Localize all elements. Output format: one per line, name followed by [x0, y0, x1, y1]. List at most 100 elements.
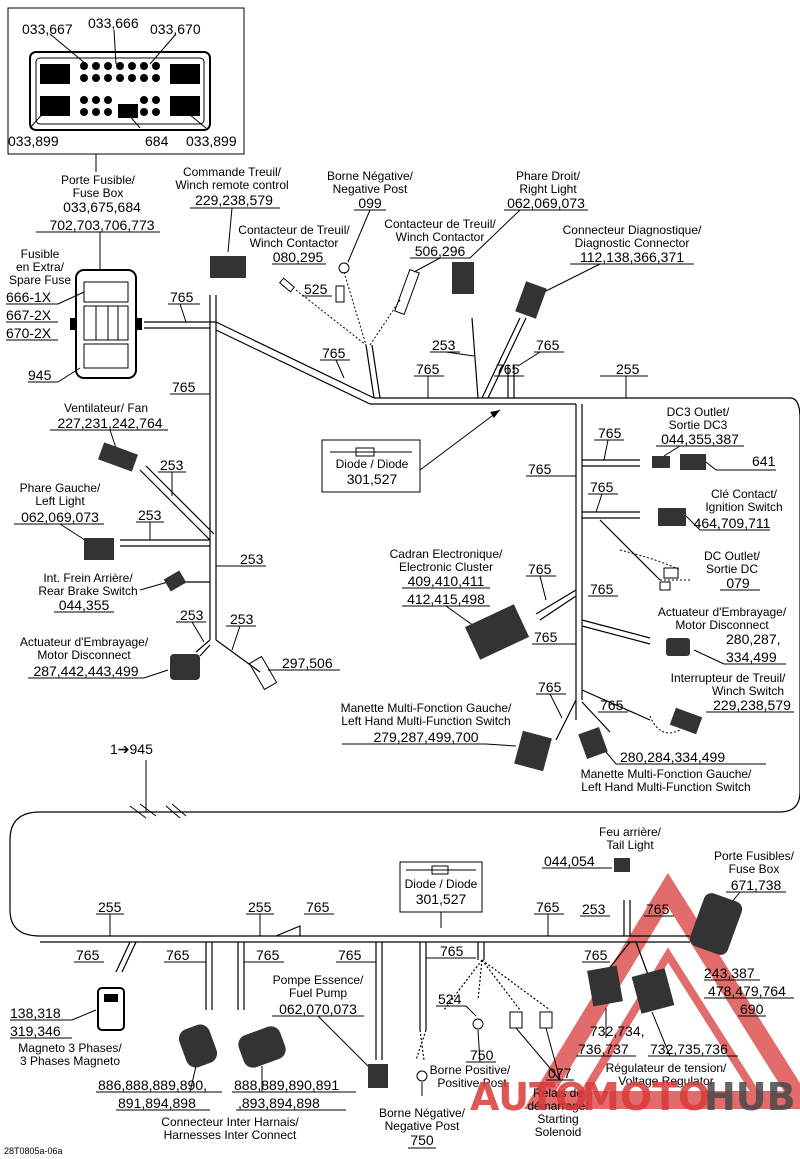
rear-brake-label-fr: Int. Frein Arrière/	[43, 571, 133, 585]
wire-ref-765-a: 765	[170, 289, 194, 305]
spare-fuse-label-3: Spare Fuse	[9, 273, 71, 287]
positive-post-label-en: Positive Post	[437, 1076, 507, 1090]
spare-fuse-ref-1: 666-1X	[6, 289, 52, 305]
magneto-label-fr: Magneto 3 Phases/	[18, 1041, 122, 1055]
fuse-box-2-ref: 671,738	[731, 877, 782, 893]
fuse-box-2-ref-1: 243,387	[704, 965, 755, 981]
regulator-ref-3: 732,735,736	[650, 1041, 728, 1057]
winch-switch-ref: 229,238,579	[713, 697, 791, 713]
motor-disconnect-1-label-en: Motor Disconnect	[37, 648, 131, 662]
motor-disconnect-1-label-fr: Actuateur d'Embrayage/	[20, 635, 149, 649]
dc-outlet-ref: 079	[726, 575, 750, 591]
wire-ref-253-e: 253	[180, 607, 204, 623]
ignition-ref: 464,709,711	[694, 515, 771, 531]
connector-ref-e: 684	[145, 133, 169, 149]
harness-connect-ref-2: 891,894,898	[118, 1095, 196, 1111]
lh-switch-1-label-en: Left Hand Multi-Function Switch	[341, 714, 510, 728]
wire-ref-765-m: 765	[538, 679, 562, 695]
connector-ref-a: 033,667	[22, 21, 73, 37]
winch-switch-label-fr: Interrupteur de Treuil/	[671, 671, 786, 685]
fuse-box-1-ref-1: 033,675,684	[63, 199, 141, 215]
spare-fuse-label-1: Fusible	[21, 247, 60, 261]
dc3-outlet-ref: 044,355,387	[661, 431, 739, 447]
winch-remote-label-en: Winch remote control	[175, 178, 288, 192]
fuse-box-1-label-fr: Porte Fusible/	[61, 173, 136, 187]
ignition-label-en: Ignition Switch	[705, 500, 782, 514]
lh-switch-1-ref: 279,287,499,700	[373, 729, 478, 745]
winch-contactor-1-ref: 080,295	[273, 249, 324, 265]
cluster-label-fr: Cadran Electronique/	[390, 547, 503, 561]
bottom-labels: Feu arrière/ Tail Light 044,054 Porte Fu…	[4, 825, 795, 1156]
continuation-ref: 1➔945	[110, 741, 153, 757]
lh-switch-1-label-fr: Manette Multi-Fonction Gauche/	[341, 701, 512, 715]
dc3-ref-641: 641	[752, 453, 776, 469]
fuse-box-1-label-en: Fuse Box	[73, 186, 124, 200]
harness-connect-label-en: Harnesses Inter Connect	[164, 1128, 297, 1142]
wire-ref-765-g: 765	[598, 425, 622, 441]
motor-disconnect-2-label-en: Motor Disconnect	[675, 618, 769, 632]
tail-light-label-fr: Feu arrière/	[599, 825, 662, 839]
left-light-label-fr: Phare Gauche/	[20, 481, 101, 495]
rear-brake-ref: 044,355	[59, 597, 110, 613]
motor-disconnect-2-ref-1: 280,287,	[726, 631, 781, 647]
magneto-ref-2: 319,346	[10, 1023, 61, 1039]
regulator-ref-1: 732,734,	[590, 1023, 645, 1039]
wire-ref-765-side: 765	[172, 379, 196, 395]
winch-switch-label-en: Winch Switch	[712, 684, 784, 698]
harness-connect-ref-4: ,893,894,898	[238, 1095, 320, 1111]
fuse-box-1: Porte Fusible/ Fuse Box 033,675,684 702,…	[6, 173, 160, 383]
top-labels: Commande Treuil/ Winch remote control 22…	[168, 165, 702, 398]
wire-ref-750-a: 750	[470, 1047, 494, 1063]
ignition-label-fr: Clé Contact/	[711, 487, 778, 501]
wire-ref-765-p: 765	[536, 899, 560, 915]
wire-ref-253-f: 253	[230, 611, 254, 627]
fuse-box-1-ref-945: 945	[28, 367, 52, 383]
right-light-ref: 062,069,073	[507, 195, 585, 211]
fuel-pump-label-fr: Pompe Essence/	[273, 973, 364, 987]
diode-2-ref: 301,527	[416, 891, 467, 907]
cluster-label-en: Electronic Cluster	[399, 560, 493, 574]
wire-ref-765-c: 765	[416, 361, 440, 377]
wire-ref-765-e: 765	[496, 361, 520, 377]
winch-remote-label-fr: Commande Treuil/	[183, 165, 282, 179]
spare-fuse-ref-2: 667-2X	[6, 307, 52, 323]
motor-disconnect-2-label-fr: Actuateur d'Embrayage/	[658, 605, 787, 619]
dc-outlet-label-en: DC Outlet/	[704, 549, 761, 563]
lh-switch-2-label-fr: Manette Multi-Fonction Gauche/	[581, 767, 752, 781]
diode-1: Diode / Diode 301,527	[321, 409, 501, 493]
neg-post-ref: 099	[358, 195, 382, 211]
motor-disconnect-1-ref: 287,442,443,499	[33, 663, 138, 679]
wire-ref-765-k: 765	[590, 581, 614, 597]
fuel-pump-label-en: Fuel Pump	[289, 986, 347, 1000]
wire-ref-297: 297,506	[282, 655, 333, 671]
harness-connect-ref-3: 888,889,890,891	[234, 1077, 339, 1093]
right-light-label-fr: Phare Droit/	[516, 169, 581, 183]
winch-contactor-2-label-en: Winch Contactor	[396, 230, 485, 244]
spare-fuse-label-2: en Extra/	[16, 260, 65, 274]
watermark-text: AUTO MOTO HUB	[470, 1075, 796, 1119]
fuel-pump-ref: 062,070,073	[279, 1001, 357, 1017]
dc3-outlet-label-fr: Sortie DC3	[669, 418, 728, 432]
left-components: Ventilateur/ Fan 227,231,242,764 253 Pha…	[14, 401, 340, 691]
wire-ref-255-b: 255	[98, 899, 122, 915]
regulator-ref-2: 736,737	[578, 1041, 629, 1057]
wire-ref-253-b: 253	[160, 457, 184, 473]
wire-ref-765-b: 765	[322, 345, 346, 361]
wire-ref-765-vr: 765	[584, 947, 608, 963]
connector-ref-b: 033,666	[88, 15, 139, 31]
wire-ref-765-h: 765	[528, 461, 552, 477]
dc3-outlet-label-en: DC3 Outlet/	[667, 405, 730, 419]
neg-post-2-label-fr: Borne Négative/	[379, 1106, 466, 1120]
wire-ref-525: 525	[304, 281, 328, 297]
connector-ref-f: 033,899	[186, 133, 237, 149]
wire-ref-253-c: 253	[138, 507, 162, 523]
spare-fuse-ref-3: 670-2X	[6, 325, 52, 341]
wire-ref-765-o: 765	[306, 899, 330, 915]
fuse-box-2-label-en: Fuse Box	[729, 862, 780, 876]
magneto-ref-1: 138,318	[10, 1005, 61, 1021]
rear-brake-label-en: Rear Brake Switch	[38, 584, 137, 598]
neg-post-2-label-en: Negative Post	[385, 1119, 460, 1133]
fan-label: Ventilateur/ Fan	[64, 401, 148, 415]
winch-contactor-2-label-fr: Contacteur de Treuil/	[384, 217, 496, 231]
